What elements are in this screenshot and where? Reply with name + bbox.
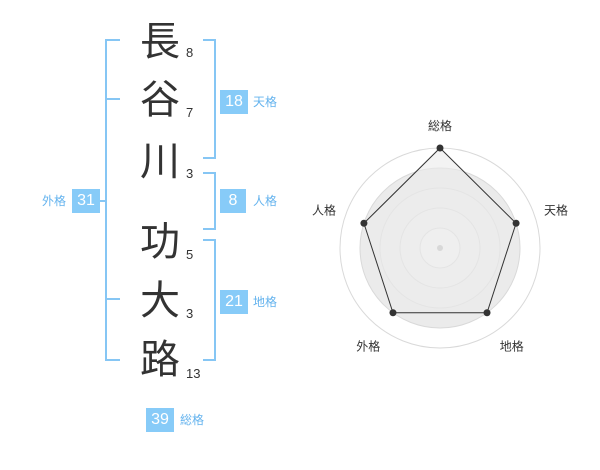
radar-point-4 (389, 309, 397, 317)
radar-point-5 (360, 219, 368, 227)
stroke-count-3: 3 (186, 166, 194, 181)
radar-point-3 (483, 309, 491, 317)
chikaku-value-box: 21 (220, 290, 248, 314)
name-char-6: 路 (140, 337, 180, 383)
radar-point-2 (512, 219, 520, 227)
jinkaku-label: 人格 (253, 194, 278, 208)
chikaku-bracket-bottom (203, 359, 216, 361)
gaikaku-value-box: 31 (72, 189, 100, 213)
radar-point-1 (436, 144, 444, 152)
radar-axis-label-1: 総格 (428, 118, 452, 133)
stroke-count-4: 5 (186, 247, 194, 262)
gaikaku-bracket-tick-2 (105, 98, 120, 100)
stroke-count-2: 7 (186, 105, 194, 120)
tenkaku-bracket-bottom (203, 157, 216, 159)
jinkaku-value-box: 8 (220, 189, 246, 213)
soukaku-label: 総格 (180, 413, 205, 427)
stroke-count-6: 13 (186, 366, 201, 381)
name-char-5: 大 (140, 278, 180, 324)
tenkaku-value-box: 18 (220, 90, 248, 114)
gaikaku-bracket-tick-5 (105, 298, 120, 300)
radar-data-polygon (363, 147, 517, 314)
jinkaku-bracket-vertical (214, 172, 216, 230)
radar-axis-label-4: 外格 (356, 339, 380, 354)
soukaku-value-box: 39 (146, 408, 174, 432)
name-char-4: 功 (140, 219, 180, 265)
gaikaku-label: 外格 (41, 194, 66, 208)
jinkaku-bracket-bottom (203, 228, 216, 230)
jinkaku-bracket-top (203, 172, 216, 174)
name-char-1: 長 (140, 19, 180, 65)
radar-axis-label-5: 人格 (312, 202, 336, 217)
chikaku-label: 地格 (253, 295, 278, 309)
name-char-2: 谷 (140, 77, 180, 123)
tenkaku-label: 天格 (253, 95, 278, 109)
gaikaku-bracket-bottom (105, 359, 120, 361)
stroke-count-5: 3 (186, 306, 194, 321)
name-char-3: 川 (140, 139, 180, 185)
tenkaku-bracket-vertical (214, 39, 216, 159)
chikaku-bracket-top (203, 239, 216, 241)
gaikaku-bracket-vertical (105, 39, 107, 361)
radar-axis-label-2: 天格 (544, 202, 568, 217)
tenkaku-bracket-top (203, 39, 216, 41)
stroke-count-1: 8 (186, 45, 194, 60)
radar-axis-label-3: 地格 (500, 339, 524, 354)
gaikaku-bracket-stub (100, 200, 106, 202)
gaikaku-bracket-top (105, 39, 120, 41)
chikaku-bracket-vertical (214, 239, 216, 361)
